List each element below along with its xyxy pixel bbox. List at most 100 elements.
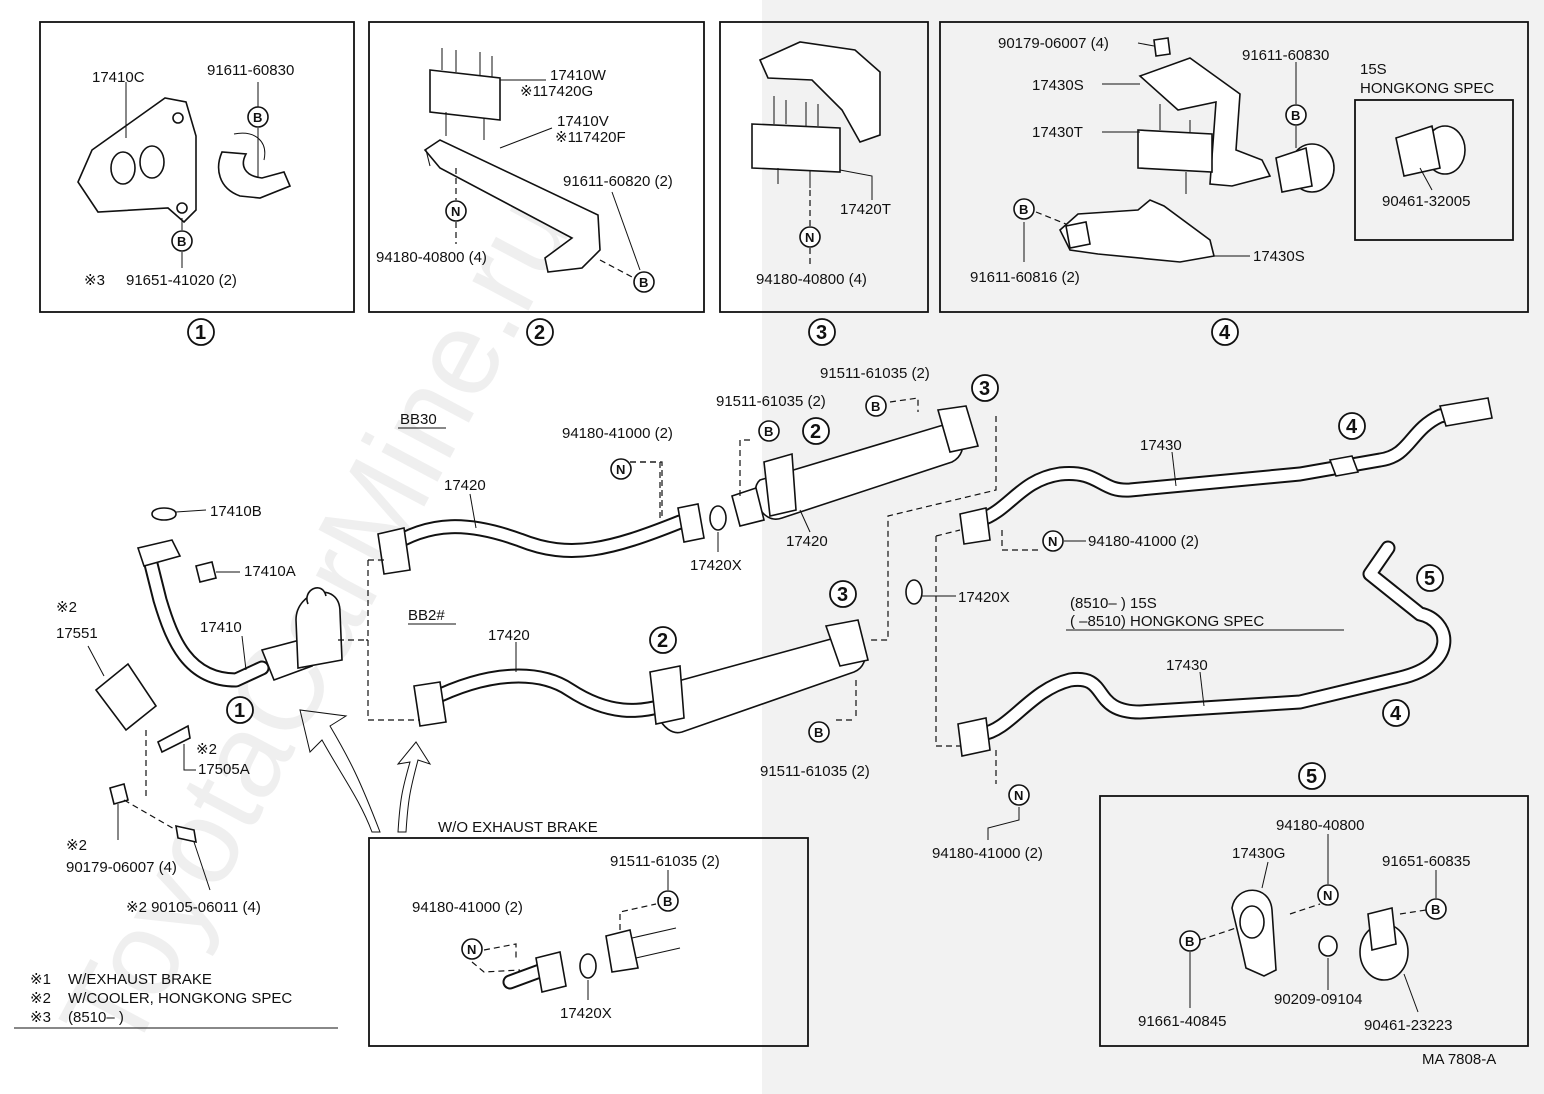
callout-number: 1 [195, 322, 206, 344]
part-label: 91651-60835 [1382, 853, 1470, 870]
panel-5-frame [1099, 795, 1529, 1047]
mount-17420t [751, 123, 841, 173]
part-label: 91511-61035 (2) [820, 365, 930, 382]
note-text: W/COOLER, HONGKONG SPEC [68, 990, 292, 1007]
front-pipe-flange [136, 539, 182, 567]
bolt-symbol-label: B [764, 424, 773, 439]
part-label: 17430S [1253, 248, 1305, 265]
note-mark: ※3 [30, 1009, 51, 1026]
sub-panel-title: HONGKONG SPEC [1360, 80, 1494, 97]
bracket-17410c [77, 97, 197, 224]
sub-panel-title: 15S [1360, 61, 1387, 78]
muffler-flange [731, 486, 765, 527]
pipe-flange [377, 527, 411, 575]
callout-number: 1 [234, 700, 245, 722]
collar-90209 [1318, 935, 1338, 957]
part-label: 17430T [1032, 124, 1083, 141]
nut-90179 [1153, 37, 1171, 57]
nut-symbol-label: N [805, 230, 814, 245]
note-mark: ※2 [196, 741, 217, 758]
insulator-17551 [94, 662, 158, 732]
nut-symbol-label: N [451, 204, 460, 219]
part-label: 17420 [444, 477, 486, 494]
wo-exhaust-brake-frame [368, 837, 809, 1047]
part-label: 17420X [958, 589, 1010, 606]
part-label: ※2 90105-06011 (4) [126, 899, 261, 916]
nut-symbol-label: N [467, 942, 476, 957]
pipe-flange [413, 681, 447, 727]
note-mark: ※2 [30, 990, 51, 1007]
part-label: 94180-41000 (2) [1088, 533, 1199, 550]
exhaust-brake-valve [295, 591, 343, 669]
clamp-bracket [1367, 907, 1397, 951]
leader [87, 645, 105, 677]
leader [1289, 903, 1321, 915]
part-label: 17430 [1166, 657, 1208, 674]
part-label: 91511-61035 (2) [716, 393, 826, 410]
part-label: 90179-06007 (4) [998, 35, 1109, 52]
wo-exhaust-brake-panel: W/O EXHAUST BRAKE B N 91511-61035 (2) 94… [368, 819, 809, 1047]
pipe-flange [957, 717, 991, 757]
nut-symbol-label: N [616, 462, 625, 477]
bracket-edge [425, 149, 431, 167]
bracket-hole-small [172, 112, 184, 124]
part-label: 91511-61035 (2) [610, 853, 720, 870]
note-mark: ※3 [84, 272, 105, 289]
mount-studs [441, 48, 493, 77]
leader [1199, 927, 1237, 941]
muffler-hanger [824, 619, 869, 667]
callout-number: 5 [1424, 568, 1435, 590]
part-label: 94180-40800 (4) [376, 249, 487, 266]
part-label: 17420X [560, 1005, 612, 1022]
tail-pipe-17430-a [972, 400, 1484, 528]
part-label: 94180-41000 (2) [412, 899, 523, 916]
muffler-pipe [631, 927, 681, 959]
leader [799, 509, 811, 533]
mount-17410w [429, 69, 501, 121]
mount-studs [773, 96, 819, 126]
panel-1-frame [39, 21, 355, 313]
panel-2: N B 17410W ※117420G 17410V ※117420F 9161… [368, 21, 705, 313]
note-text: W/EXHAUST BRAKE [68, 971, 212, 988]
part-label: 17410B [210, 503, 262, 520]
part-label: 90209-09104 [1274, 991, 1362, 1008]
arrow-wo-exhaust-brake [396, 741, 432, 833]
part-label: 91651-41020 (2) [126, 272, 237, 289]
arrow-wo-exhaust-brake [299, 709, 381, 833]
leader [471, 943, 521, 973]
hanger-rubber [1239, 905, 1265, 939]
bracket-hole [110, 151, 136, 185]
leader [1137, 42, 1155, 47]
connection-lines [1001, 530, 1040, 551]
part-label: ※117420F [555, 129, 626, 146]
part-label: 94180-41000 (2) [932, 845, 1043, 862]
bracket-rubber [1065, 221, 1091, 249]
leader [611, 191, 641, 271]
connection-lines [935, 529, 961, 747]
clamp-top [233, 132, 266, 161]
panel-title: W/O EXHAUST BRAKE [438, 819, 598, 836]
bracket-hole-small [176, 202, 188, 214]
leader [241, 635, 247, 671]
part-label: 91611-60830 [1242, 47, 1329, 64]
panel-1: B B 17410C 91611-60830 ※3 91651-41020 (2… [39, 21, 355, 313]
leader [183, 744, 196, 771]
connection-lines [366, 559, 420, 721]
callout-number: 2 [534, 322, 545, 344]
gasket-17420x [905, 579, 923, 605]
part-label: 91511-61035 (2) [760, 763, 870, 780]
bracket-17430s-upper [1138, 57, 1272, 187]
part-label: 17430G [1232, 845, 1285, 862]
callout-number: 5 [1306, 766, 1317, 788]
gasket-17420x [579, 953, 597, 979]
pipe-flange [677, 503, 705, 543]
connection-lines [870, 397, 997, 641]
nut-symbol-label: N [1014, 788, 1023, 803]
pipe-flange [535, 951, 567, 993]
part-label: 17420T [840, 201, 891, 218]
muffler-hanger [763, 452, 797, 517]
part-label: 90179-06007 (4) [66, 859, 177, 876]
panel-4-subframe [1354, 99, 1514, 241]
bolt-symbol-label: B [1431, 902, 1440, 917]
tail-tip [1438, 397, 1493, 427]
